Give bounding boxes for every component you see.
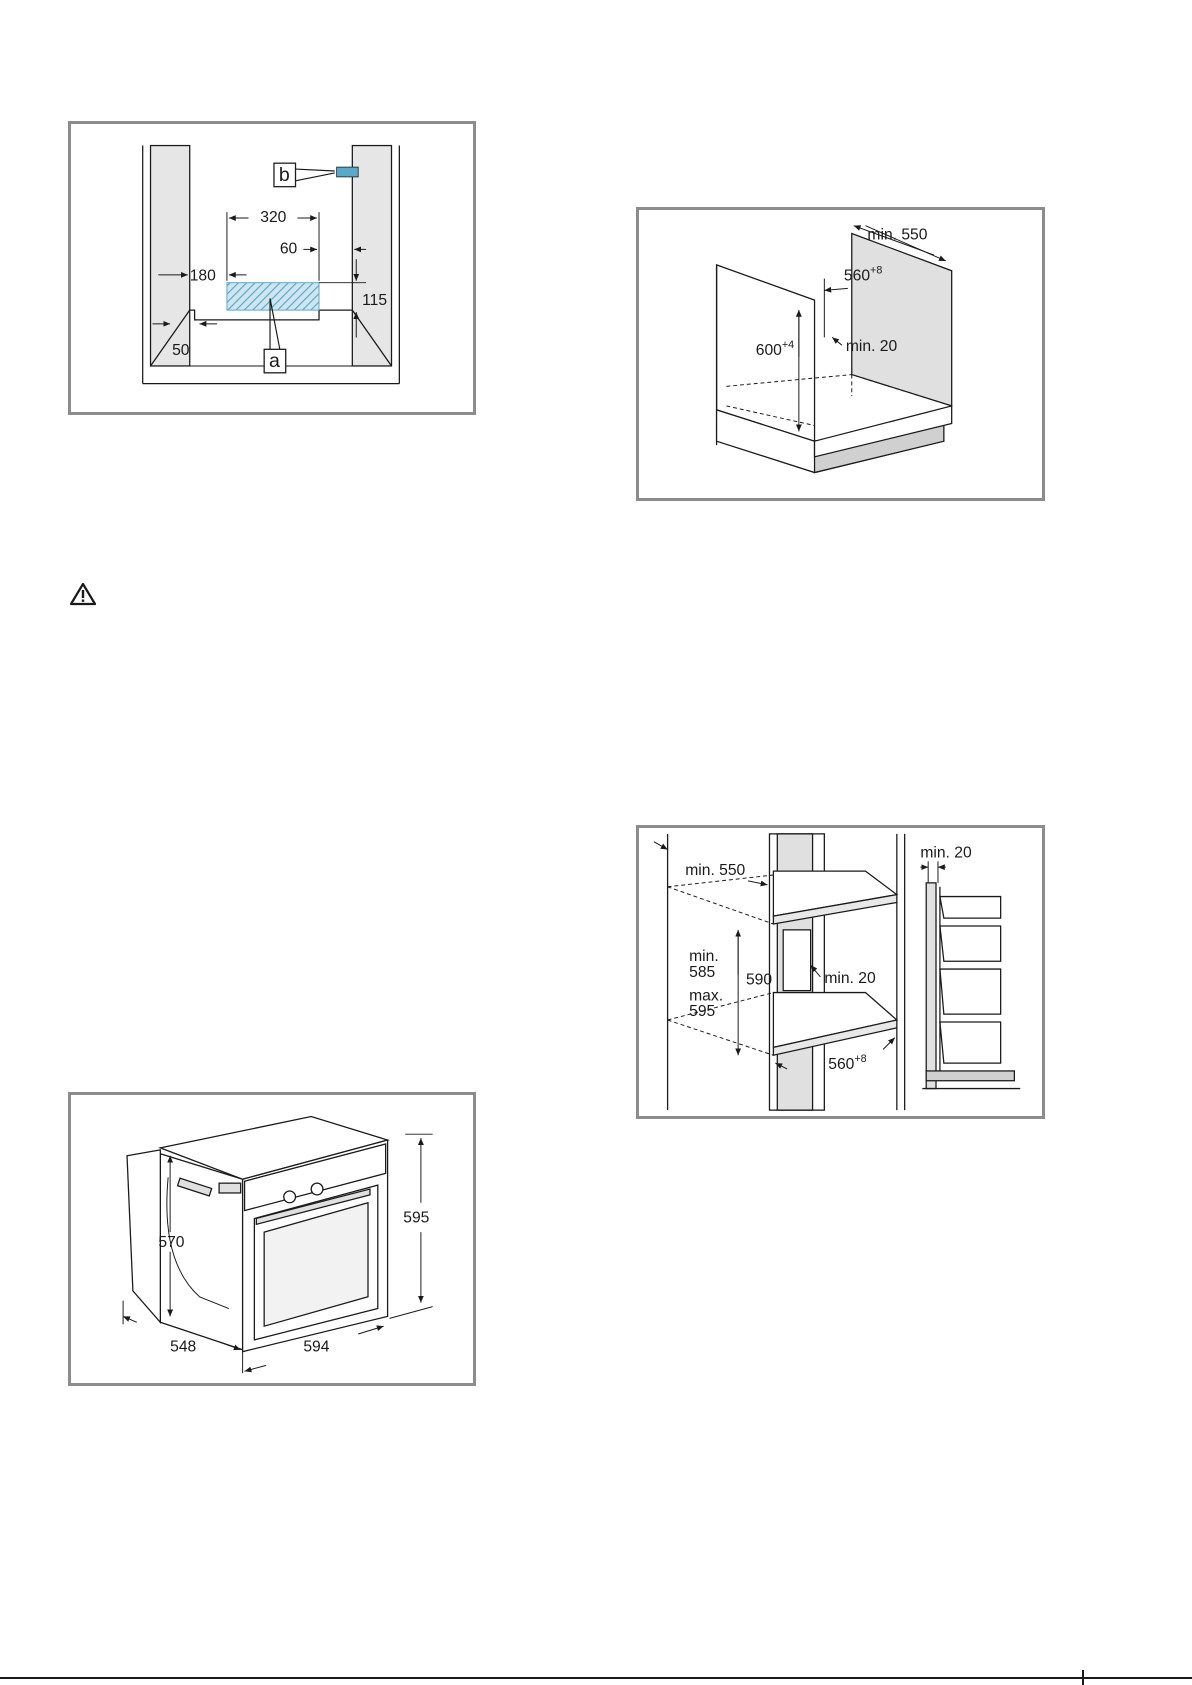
dim-depth-115: 115 xyxy=(362,292,387,309)
dim-width-560-tolerance: +8 xyxy=(870,265,882,277)
dim-width-560: 560+8 xyxy=(828,1053,866,1073)
side-view xyxy=(922,883,1020,1089)
dim-width-560-tolerance: +8 xyxy=(854,1053,866,1065)
dim-depth-548: 548 xyxy=(170,1339,196,1356)
dim-width-594: 594 xyxy=(303,1339,329,1356)
dim-height-600-tolerance: +4 xyxy=(782,339,794,351)
dim-min-label: min. xyxy=(689,948,719,965)
dim-height-595: 595 xyxy=(403,1209,429,1226)
dim-depth-min550: min. 550 xyxy=(867,226,927,243)
base-unit-drawing: min. 550 560+8 600+4 min. 20 xyxy=(639,210,1042,498)
label-b: b xyxy=(279,164,290,186)
dim-left-180: 180 xyxy=(190,268,216,285)
warning-icon xyxy=(70,582,96,606)
dim-side-60: 60 xyxy=(280,240,298,257)
dim-nominal-590: 590 xyxy=(746,972,772,989)
floor-opening-drawing: b a 320 60 180 115 50 xyxy=(71,124,473,412)
dim-depth-min550: min. 550 xyxy=(685,862,745,879)
footer-rule xyxy=(0,1677,1192,1679)
dim-width-560-value: 560 xyxy=(828,1056,854,1073)
dim-height-600-value: 600 xyxy=(756,342,782,359)
dim-max-595: 595 xyxy=(689,1003,715,1020)
figure-appliance: 595 570 548 594 xyxy=(68,1092,476,1386)
tall-unit-drawing: min. 550 min. 20 min. 585 590 max. 595 m… xyxy=(639,828,1042,1116)
bracket-b xyxy=(337,167,359,177)
label-a: a xyxy=(269,350,280,372)
dim-width-320: 320 xyxy=(260,209,286,226)
dim-back-gap-min20: min. 20 xyxy=(824,970,876,987)
figure-base-unit: min. 550 560+8 600+4 min. 20 xyxy=(636,207,1045,501)
dim-max-label: max. xyxy=(689,987,723,1004)
footer-rule-mark xyxy=(1082,1670,1084,1685)
dim-width-560-value: 560 xyxy=(844,268,870,285)
figure-tall-unit: min. 550 min. 20 min. 585 590 max. 595 m… xyxy=(636,825,1045,1119)
figure-floor-opening: b a 320 60 180 115 50 xyxy=(68,121,476,415)
dim-bottom-50: 50 xyxy=(172,342,190,359)
dim-top-gap-min20: min. 20 xyxy=(920,844,972,861)
base-cabinet xyxy=(717,234,952,473)
appliance-drawing: 595 570 548 594 xyxy=(71,1095,473,1383)
callout-b: b xyxy=(274,163,335,187)
dim-min-585: 585 xyxy=(689,964,715,981)
hidden-edges xyxy=(668,875,774,1055)
opening-area-a xyxy=(227,283,319,310)
dim-body-depth-570: 570 xyxy=(158,1234,184,1251)
dim-gap-min20: min. 20 xyxy=(846,338,898,355)
